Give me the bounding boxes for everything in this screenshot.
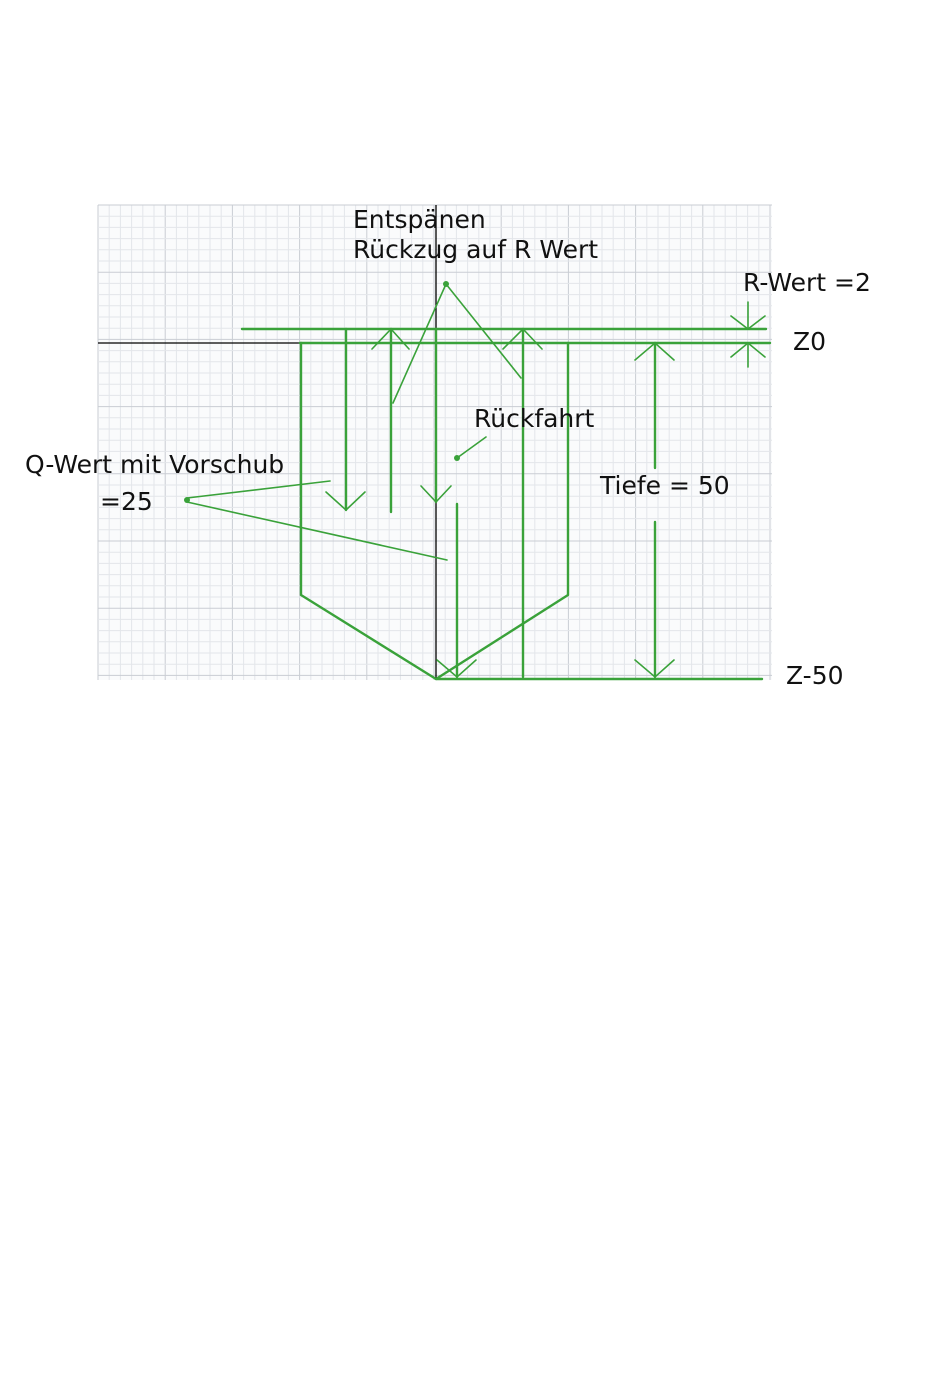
q-wert-leader-dot (184, 497, 190, 503)
z0-label: Z0 (793, 327, 826, 356)
entspanen-leader-dot (443, 281, 449, 287)
rueckzug-label: Rückzug auf R Wert (353, 235, 598, 264)
rueckfahrt-leader-dot (454, 455, 460, 461)
q-wert-label-line2: =25 (100, 487, 153, 516)
r-wert-label: R-Wert =2 (743, 268, 871, 297)
rueckfahrt-label: Rückfahrt (474, 404, 595, 433)
entspanen-label: Entspänen (353, 205, 486, 234)
q-wert-label-line1: Q-Wert mit Vorschub (25, 450, 284, 479)
z-minus-50-label: Z-50 (786, 661, 844, 690)
tiefe-label: Tiefe = 50 (599, 471, 730, 500)
